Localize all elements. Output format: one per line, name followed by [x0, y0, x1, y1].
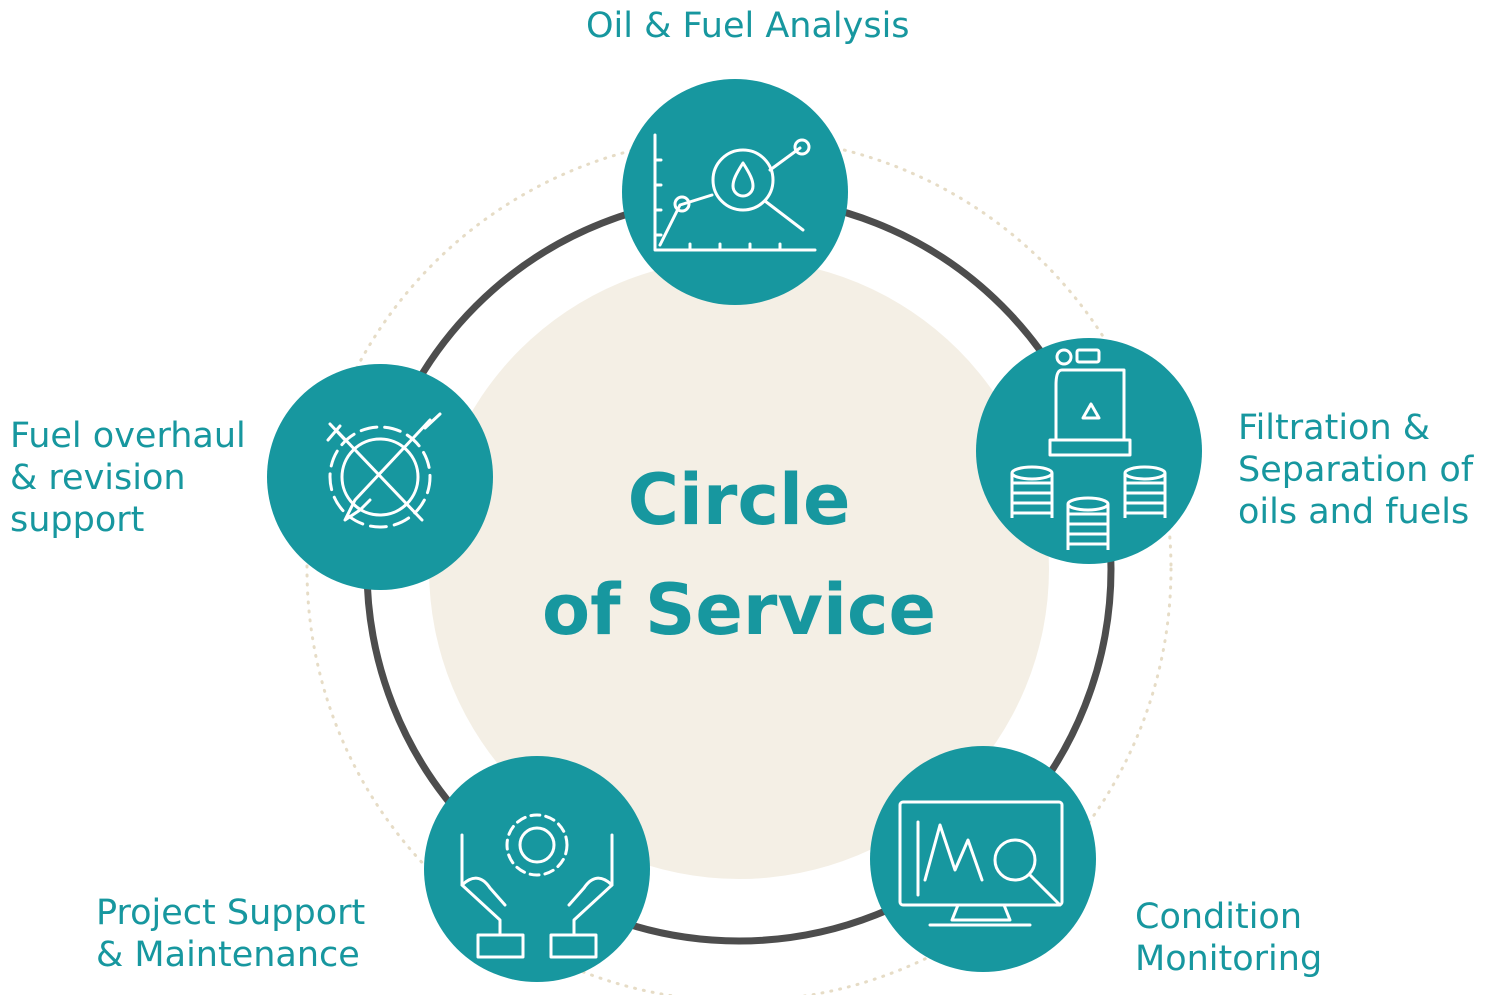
label-line: & revision — [10, 458, 186, 498]
center-title: Circle of Service — [439, 445, 1039, 665]
project-support-node — [424, 756, 650, 982]
label-line: Oil & Fuel Analysis — [586, 6, 910, 46]
label-filtration-separation: Filtration & Separation of oils and fuel… — [1238, 407, 1473, 533]
center-disk — [429, 259, 1049, 879]
label-condition-monitoring: Condition Monitoring — [1135, 896, 1322, 980]
fuel-overhaul-node — [267, 364, 493, 590]
filtration-separation-icon — [1010, 348, 1167, 550]
label-line: oils and fuels — [1238, 492, 1470, 532]
center-title-line-1: Circle — [627, 459, 851, 541]
label-project-support: Project Support & Maintenance — [96, 892, 365, 976]
label-line: Fuel overhaul — [10, 416, 246, 456]
oil-analysis-node — [622, 79, 848, 305]
label-line: Condition — [1135, 897, 1303, 937]
label-line: Project Support — [96, 893, 366, 933]
oil-analysis-icon — [653, 133, 817, 252]
label-fuel-overhaul: Fuel overhaul & revision support — [10, 415, 246, 541]
label-line: Separation of — [1238, 450, 1474, 490]
fuel-overhaul-icon — [326, 412, 442, 529]
filtration-node — [976, 338, 1202, 564]
condition-monitoring-icon — [898, 800, 1064, 927]
label-line: & Maintenance — [96, 935, 360, 975]
label-line: support — [10, 500, 145, 540]
center-title-line-2: of Service — [542, 569, 936, 651]
label-line: Monitoring — [1135, 939, 1323, 979]
label-line: Filtration & — [1238, 408, 1431, 448]
project-support-icon — [460, 813, 614, 959]
condition-monitoring-node — [870, 746, 1096, 972]
label-oil-fuel-analysis: Oil & Fuel Analysis — [586, 5, 910, 47]
